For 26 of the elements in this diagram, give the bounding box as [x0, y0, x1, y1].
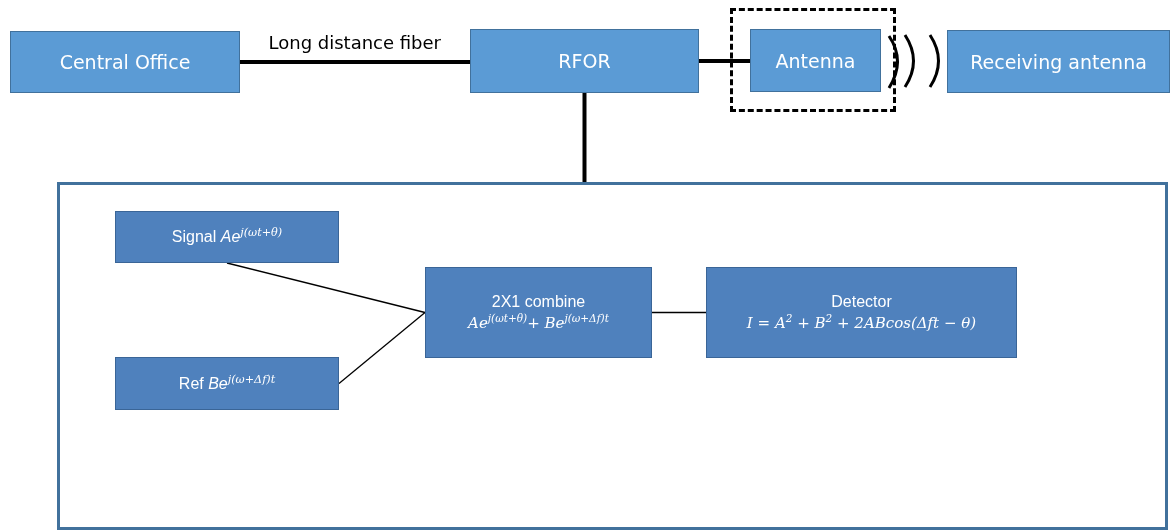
formula-text: Ae$^{j(ωt+θ)}$+ Be$^{j(ω+Δf)t}$ — [468, 312, 609, 333]
receiving-antenna-box — [947, 30, 1170, 93]
dashed-outline-box — [730, 8, 896, 112]
connector-line — [240, 60, 470, 64]
node-label: Central Office — [59, 51, 191, 73]
rfor-box — [470, 29, 699, 93]
node-label: RFOR — [558, 50, 611, 72]
node-label: Ref Be$^{j(ω+Δf)t}$ — [178, 372, 276, 395]
connector-line — [651, 311, 707, 314]
connector-line — [699, 59, 750, 63]
node-label: Detector — [831, 292, 892, 313]
node-label: 2X1 combine — [491, 292, 586, 313]
formula-text: I = A$^{2}$ + B$^{2}$ + 2ABcos(Δft − θ) — [746, 312, 977, 333]
combiner-box — [425, 267, 652, 358]
node-label: Antenna — [775, 49, 856, 72]
connector-line — [338, 311, 426, 385]
receiver-panel — [57, 182, 1168, 530]
detector-box — [706, 267, 1017, 358]
reference-box — [115, 357, 339, 410]
office-box — [10, 31, 240, 93]
node-label: Signal Ae$^{j(ωt+θ)}$ — [171, 226, 283, 248]
connector-line — [226, 262, 426, 314]
antenna-box — [750, 29, 881, 92]
node-label: Receiving antenna — [970, 50, 1147, 73]
connector-line — [582, 93, 587, 182]
signal-box — [115, 211, 339, 263]
